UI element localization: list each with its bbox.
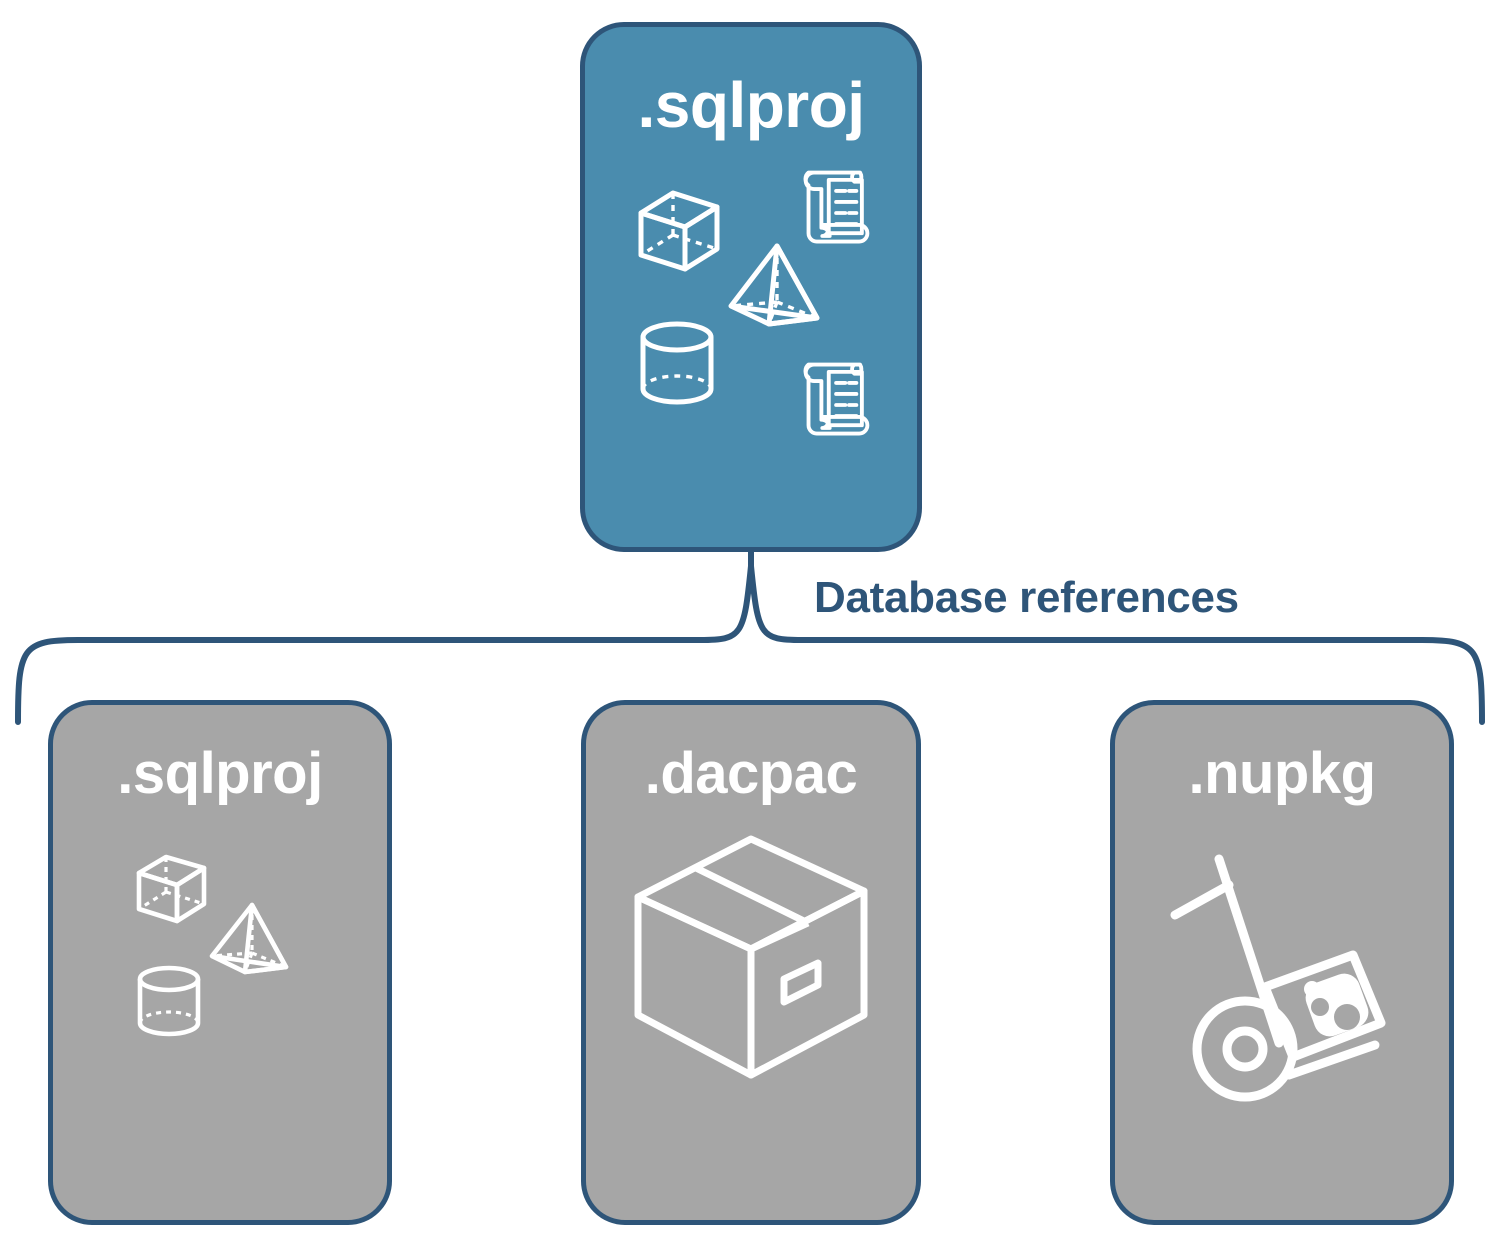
node-card-dacpac[interactable]: .dacpac	[581, 700, 921, 1225]
brace-path	[15, 563, 1485, 725]
wireframe-pyramid-icon	[728, 243, 820, 327]
node-artwork-nupkg	[1115, 803, 1449, 1220]
scroll-icon	[803, 362, 870, 436]
package-box-icon	[634, 835, 868, 1079]
node-title-nupkg: .nupkg	[1188, 741, 1376, 806]
node-title-sqlproj-root: .sqlproj	[637, 69, 865, 141]
hand-truck-package-icon	[1170, 854, 1386, 1102]
node-artwork-sqlproj-reference	[53, 803, 387, 1220]
connector-label-database-references: Database references	[814, 573, 1239, 622]
node-artwork-dacpac	[586, 803, 916, 1220]
node-card-nupkg[interactable]: .nupkg	[1110, 700, 1454, 1225]
wireframe-cube-icon	[136, 854, 207, 924]
scroll-icon	[803, 170, 870, 244]
wireframe-cylinder-icon	[137, 965, 201, 1037]
node-title-dacpac: .dacpac	[644, 741, 858, 806]
node-card-sqlproj-root[interactable]: .sqlproj	[580, 22, 922, 552]
wireframe-cube-icon	[638, 190, 720, 272]
node-artwork-sqlproj-root	[585, 137, 917, 547]
wireframe-pyramid-icon	[209, 902, 289, 975]
node-card-sqlproj-reference[interactable]: .sqlproj	[48, 700, 392, 1225]
node-title-sqlproj-reference: .sqlproj	[117, 741, 323, 806]
wireframe-cylinder-icon	[640, 321, 714, 405]
